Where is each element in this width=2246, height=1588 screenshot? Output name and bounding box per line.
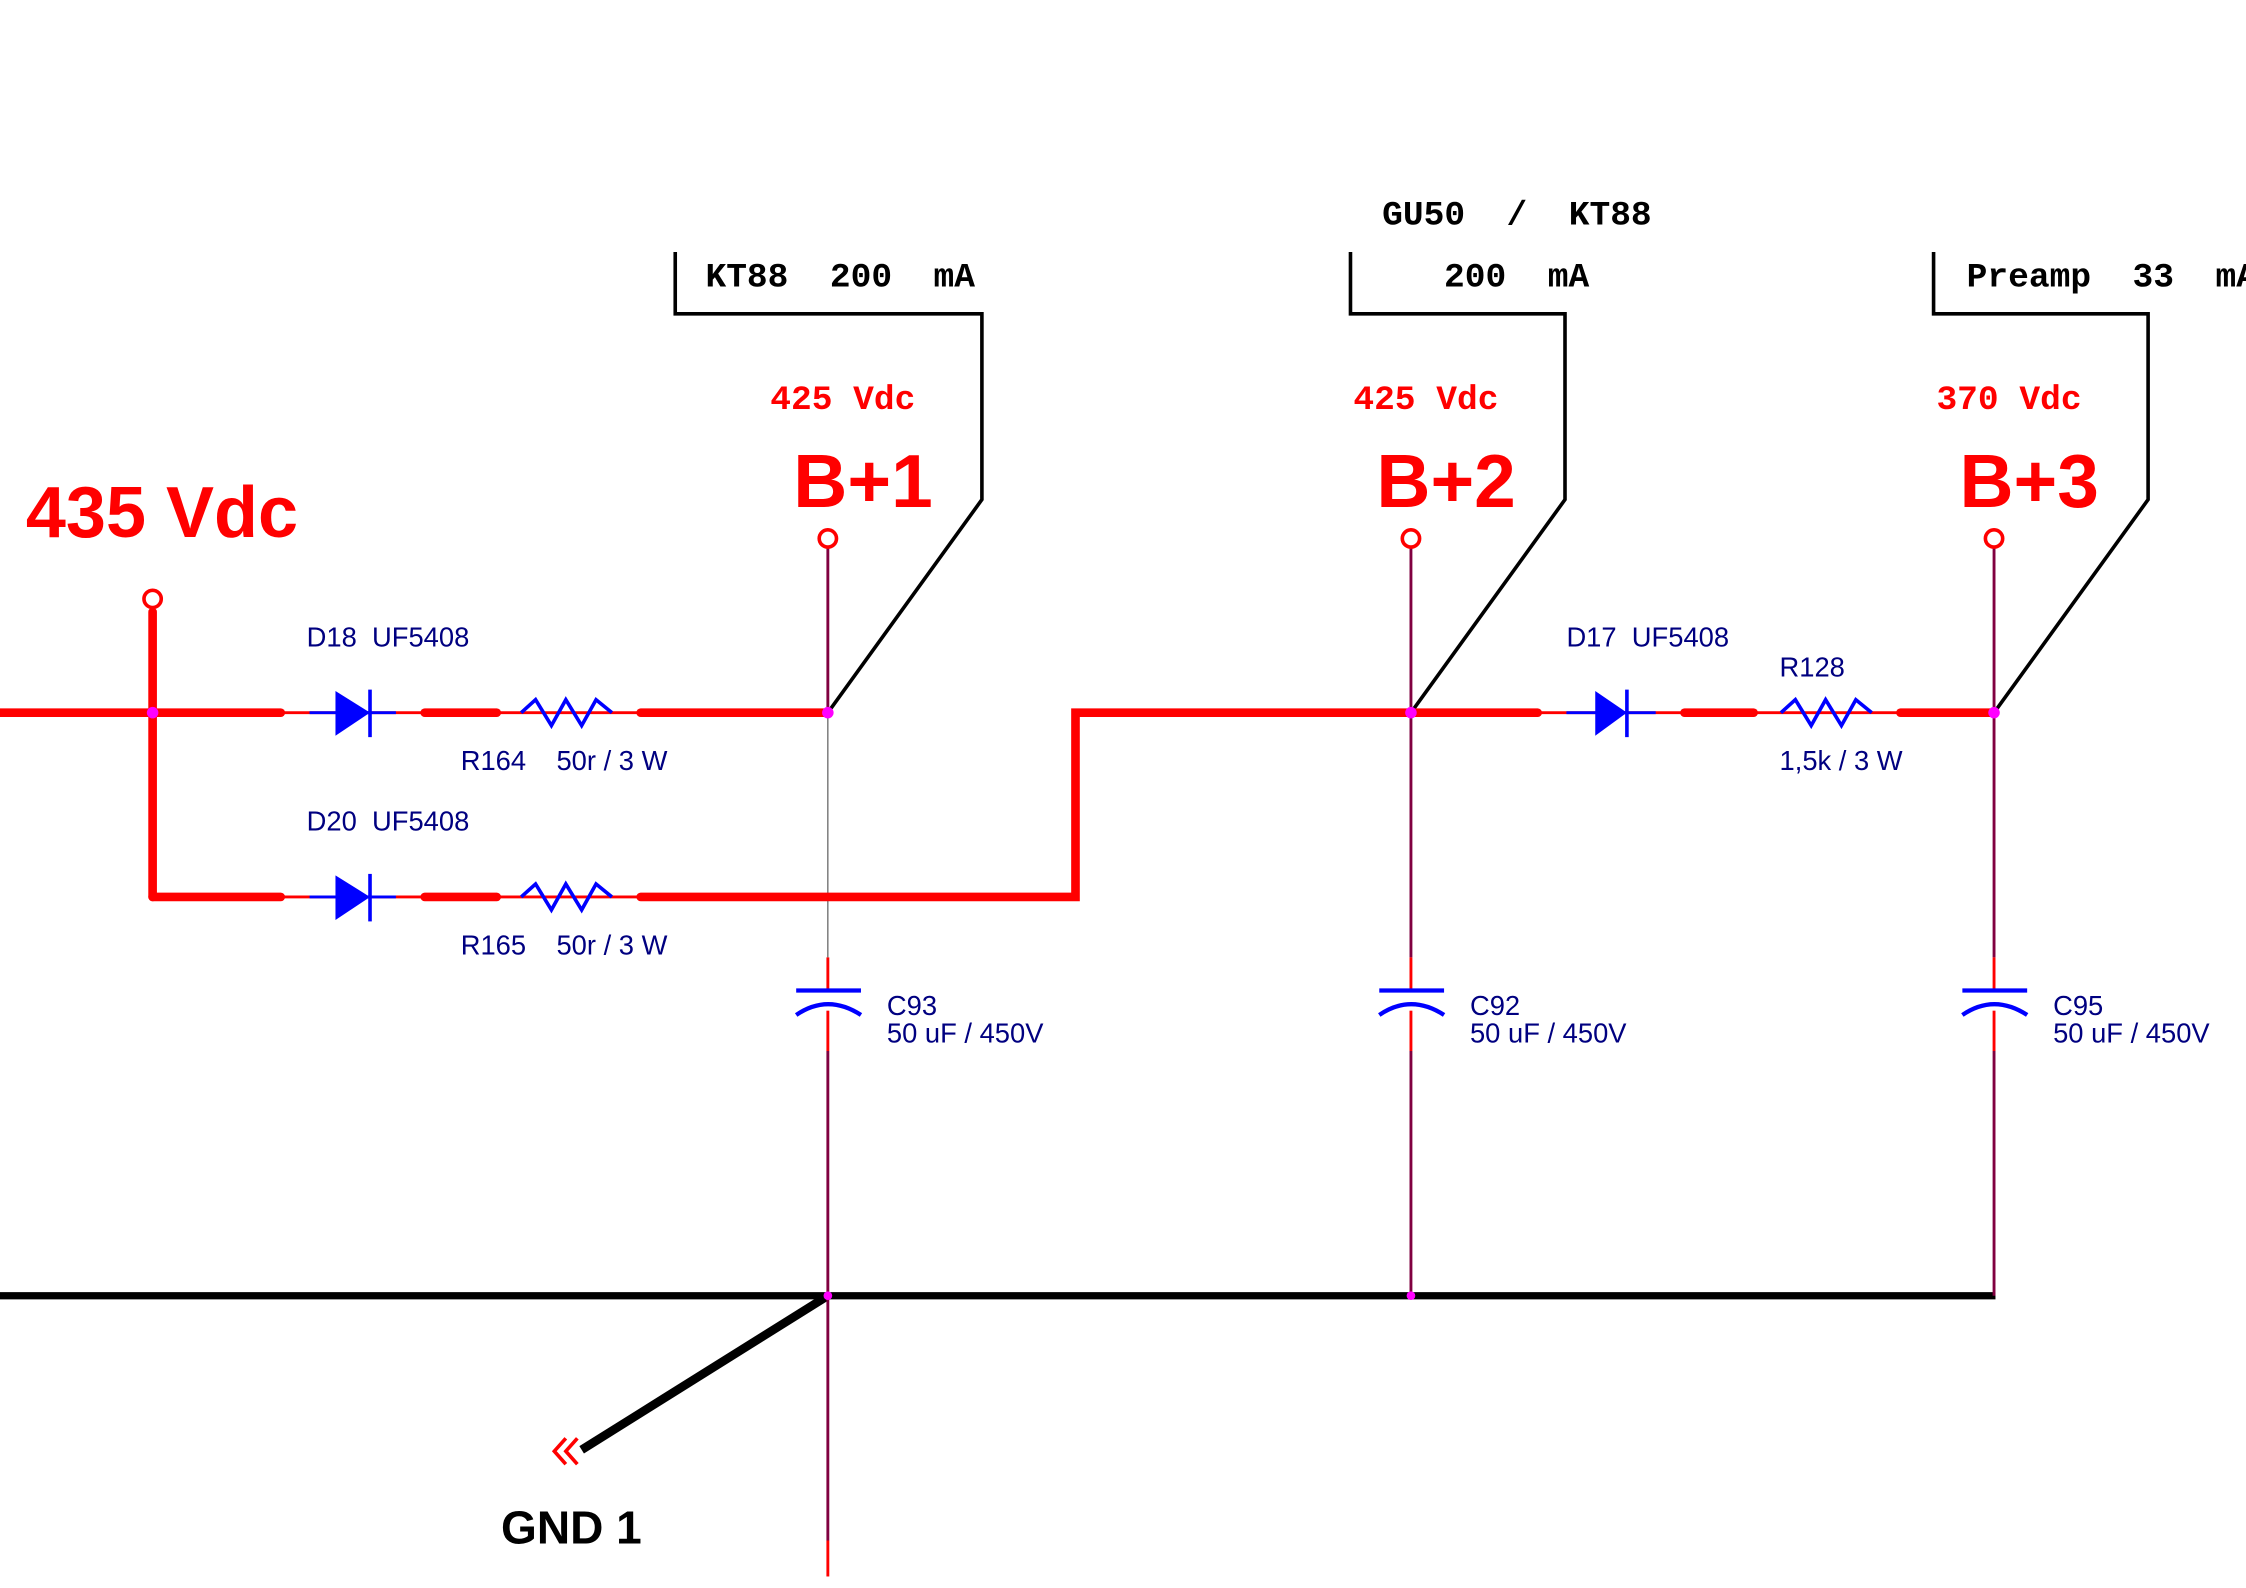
ground-label: GND 1 <box>501 1501 642 1553</box>
input-voltage-label: 435 Vdc <box>26 473 298 553</box>
label-r164: R164 50r / 3 W <box>461 745 668 776</box>
junction-dot <box>1406 1291 1416 1301</box>
label-c95-ref: C95 <box>2053 990 2103 1021</box>
junction-dot <box>1405 706 1417 719</box>
capacitor-c95-icon <box>1961 988 2029 1017</box>
diode-d20-icon <box>309 873 396 922</box>
label-c95-value: 50 uF / 450V <box>2053 1017 2210 1048</box>
label-d17: D17 UF5408 <box>1566 621 1729 652</box>
label-c93-value: 50 uF / 450V <box>887 1017 1044 1048</box>
node-b1-label: B+1 <box>793 439 932 523</box>
node-b2-label: B+2 <box>1376 439 1515 523</box>
terminal-b2-icon <box>1400 528 1422 549</box>
node-b2-voltage: 425 Vdc <box>1353 381 1498 420</box>
note-b3: Preamp 33 mA <box>1967 259 2246 298</box>
resistor-r164-icon <box>519 696 614 730</box>
note-b1: KT88 200 mA <box>705 259 975 298</box>
diode-d17-icon <box>1566 689 1656 738</box>
node-b1-voltage: 425 Vdc <box>770 381 915 420</box>
junction-dot <box>823 1291 833 1301</box>
node-b3-voltage: 370 Vdc <box>1936 381 2081 420</box>
resistor-r165-icon <box>519 880 614 914</box>
note-leader-b2 <box>1348 251 1567 714</box>
resistor-r128-icon <box>1779 696 1873 730</box>
junction-dot <box>822 706 834 719</box>
terminal-b3-icon <box>1983 528 2005 549</box>
note-leader-b3 <box>1931 251 2150 714</box>
label-r128-value: 1,5k / 3 W <box>1780 745 1903 776</box>
note-leader-b1 <box>673 251 984 714</box>
terminal-input-icon <box>142 588 164 610</box>
diode-d18-icon <box>309 689 396 738</box>
label-d20: D20 UF5408 <box>307 806 470 837</box>
capacitor-c92-icon <box>1378 988 1446 1017</box>
label-r128-ref: R128 <box>1780 652 1845 683</box>
node-b3-label: B+3 <box>1959 439 2098 523</box>
junction-dot <box>1988 706 2000 719</box>
capacitor-c93-icon <box>794 988 863 1017</box>
label-r165: R165 50r / 3 W <box>461 930 668 961</box>
label-c93-ref: C93 <box>887 990 937 1021</box>
terminal-b1-icon <box>817 528 839 549</box>
label-d18: D18 UF5408 <box>307 621 470 652</box>
note-b2-line1: GU50 / KT88 <box>1382 197 1652 236</box>
power-wires <box>0 607 1999 902</box>
label-c92-ref: C92 <box>1470 990 1520 1021</box>
note-b2-line2: 200 mA <box>1444 259 1589 298</box>
label-c92-value: 50 uF / 450V <box>1470 1017 1627 1048</box>
ground-symbol-icon <box>551 1437 579 1466</box>
ground-lead <box>579 1292 831 1454</box>
junction-dot <box>146 706 159 719</box>
